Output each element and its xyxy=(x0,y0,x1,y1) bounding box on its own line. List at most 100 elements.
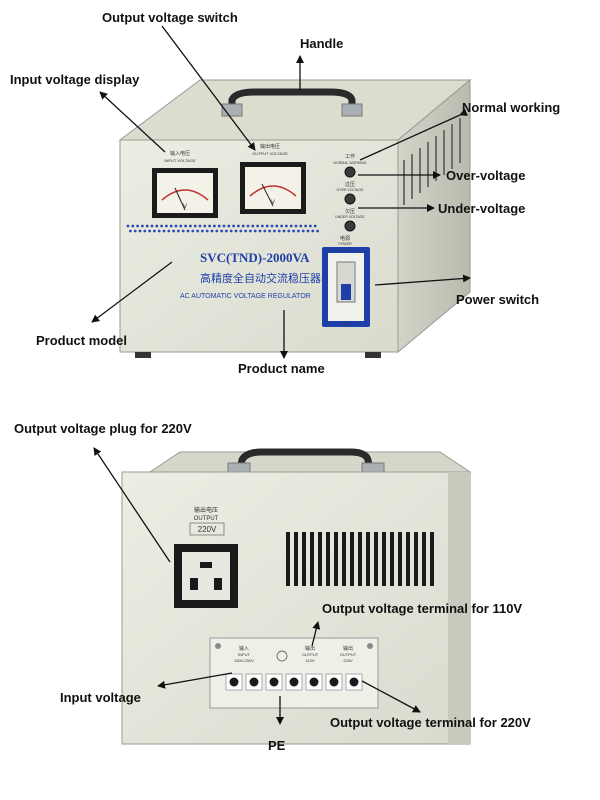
blue-dot xyxy=(292,229,295,233)
arrow-terminal-220 xyxy=(361,680,421,713)
vent-slot xyxy=(398,532,402,586)
blue-dot xyxy=(273,229,276,233)
blue-dot xyxy=(232,224,236,228)
blue-dot xyxy=(184,224,188,228)
vent-slot xyxy=(430,532,434,586)
blue-dot xyxy=(244,229,248,233)
svg-text:V: V xyxy=(183,204,187,210)
terminal-screw xyxy=(225,673,243,691)
blue-dot xyxy=(205,229,209,233)
label-output-terminal-110: Output voltage terminal for 110V xyxy=(322,601,523,616)
blue-dot xyxy=(251,224,255,228)
indicator-work-en: NORMAL WORKING xyxy=(334,161,367,165)
label-output-voltage-switch: Output voltage switch xyxy=(102,10,238,25)
output-caption-cn: 输出电压 xyxy=(194,506,218,514)
blue-dot xyxy=(141,224,144,228)
ground-symbol-icon xyxy=(276,650,288,662)
label-output-plug-220: Output voltage plug for 220V xyxy=(14,421,192,436)
output-caption-en: OUTPUT xyxy=(194,516,219,522)
blue-dot xyxy=(299,224,303,228)
blue-dot xyxy=(160,224,164,228)
blue-dot xyxy=(239,229,243,233)
blue-dot xyxy=(282,229,286,233)
blue-dot xyxy=(306,229,310,233)
blue-dot xyxy=(285,224,288,228)
blue-dot xyxy=(311,229,315,233)
blue-dot xyxy=(174,224,178,228)
vent-slot xyxy=(326,532,330,586)
blue-dot xyxy=(241,224,245,228)
blue-dot xyxy=(179,224,183,228)
blue-dot xyxy=(172,229,176,233)
label-input-voltage: Input voltage xyxy=(60,690,141,705)
blue-dot xyxy=(222,224,226,228)
callout-arrows xyxy=(91,25,471,725)
blue-dot xyxy=(277,229,281,233)
blue-dot xyxy=(203,224,207,228)
indicator-over-cn: 过压 xyxy=(345,181,355,188)
blue-dot xyxy=(186,229,190,233)
blue-dot xyxy=(237,224,240,228)
blue-dot xyxy=(181,229,185,233)
blue-dot xyxy=(289,224,293,228)
terminal-screw xyxy=(305,673,323,691)
arrow-input-voltage xyxy=(157,672,233,689)
blue-dot xyxy=(201,229,204,233)
label-handle: Handle xyxy=(300,36,344,51)
arrow-terminal-110 xyxy=(311,621,321,647)
arrow-output-plug xyxy=(93,447,171,563)
blue-dot xyxy=(196,229,200,233)
label-product-name: Product name xyxy=(238,361,325,376)
blue-dot xyxy=(258,229,262,233)
blue-dot xyxy=(249,229,252,233)
blue-dot xyxy=(131,224,135,228)
terminal-input-cn: 输入 xyxy=(239,645,249,652)
vent-slot xyxy=(414,532,418,586)
terminal-out110-en: OUTPUT xyxy=(302,652,319,657)
power-switch: ON OFF xyxy=(322,247,370,327)
blue-dot xyxy=(177,229,180,233)
front-unit: 输入电压 INPUT VOLTAGE 输出电压 OUTPUT VOLTAGE V… xyxy=(118,78,472,358)
blue-dot xyxy=(133,229,137,233)
blue-dot xyxy=(225,229,228,233)
model-text: SVC(TND)-2000VA xyxy=(200,250,310,265)
under-voltage-led xyxy=(344,220,356,232)
blue-dot xyxy=(263,229,267,233)
blue-dot xyxy=(157,229,161,233)
back-vents xyxy=(286,532,434,586)
blue-dot xyxy=(246,224,250,228)
blue-dot xyxy=(294,224,298,228)
label-pe: PE xyxy=(268,738,286,753)
arrow-product-model xyxy=(91,261,173,323)
vent-slot xyxy=(318,532,322,586)
vent-slot xyxy=(382,532,386,586)
terminal-out110-value: 110V xyxy=(305,658,314,663)
arrow-input-display xyxy=(99,91,166,153)
blue-dot xyxy=(143,229,147,233)
over-voltage-led xyxy=(344,193,356,205)
output-meter-caption-cn: 输出电压 xyxy=(260,143,280,150)
blue-dot xyxy=(189,224,192,228)
input-meter-caption-en: INPUT VOLTAGE xyxy=(164,158,196,163)
blue-dot xyxy=(191,229,195,233)
blue-dot xyxy=(229,229,233,233)
label-over-voltage: Over-voltage xyxy=(446,168,526,183)
label-input-voltage-display: Input voltage display xyxy=(10,72,140,87)
blue-dot xyxy=(270,224,274,228)
indicator-work-cn: 工作 xyxy=(345,153,355,160)
power-on-label: ON xyxy=(343,247,349,252)
vent-slot xyxy=(374,532,378,586)
terminal-screw xyxy=(285,673,303,691)
label-under-voltage: Under-voltage xyxy=(438,201,526,216)
vent-slot xyxy=(390,532,394,586)
output-voltage-meter: V xyxy=(240,162,306,214)
vent-slot xyxy=(350,532,354,586)
blue-dot xyxy=(256,224,259,228)
vent-slot xyxy=(302,532,306,586)
blue-dot xyxy=(227,224,231,228)
input-meter-caption-cn: 输入电压 xyxy=(170,150,190,157)
terminal-block: 输入 INPUT 150V-250V 输出 OUTPUT 110V 输出 OUT… xyxy=(209,637,379,709)
blue-dot xyxy=(265,224,269,228)
terminal-input-range: 150V-250V xyxy=(234,658,254,663)
